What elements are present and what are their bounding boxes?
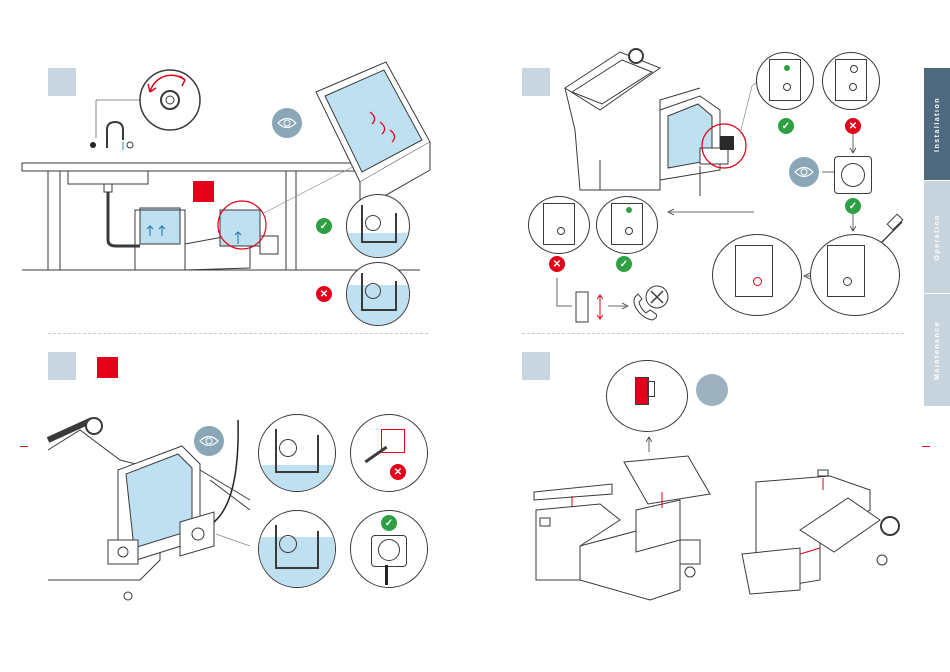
info-dot <box>696 374 728 406</box>
lock-detail-circle <box>606 360 688 432</box>
